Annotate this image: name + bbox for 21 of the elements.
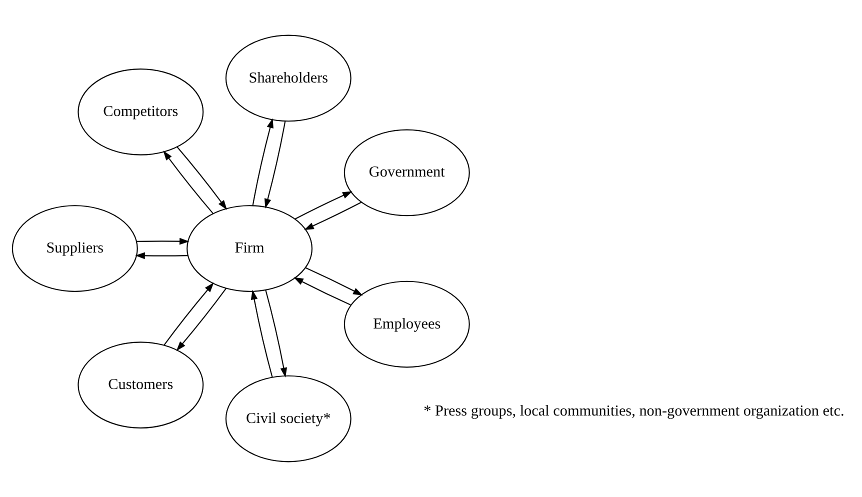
arrow	[164, 282, 214, 346]
node-ellipse: Government	[344, 129, 470, 216]
arrow	[176, 146, 228, 210]
arrow	[294, 277, 351, 306]
node-ellipse: Suppliers	[12, 205, 138, 292]
arrow	[304, 202, 362, 230]
arrow	[306, 267, 363, 296]
arrow	[264, 121, 286, 209]
node-ellipse: Competitors	[78, 68, 204, 156]
arrow	[265, 290, 288, 378]
arrow	[294, 191, 352, 220]
arrow	[163, 150, 214, 214]
label: * Press groups, local communities, non-government organization etc.	[424, 402, 844, 420]
arrow	[136, 238, 190, 245]
node-ellipse: Civil society*	[225, 375, 352, 462]
arrow	[135, 252, 188, 260]
arrow	[252, 118, 274, 206]
arrow	[176, 288, 226, 351]
node-ellipse: Shareholders	[225, 34, 352, 122]
arrow	[250, 290, 273, 378]
node-ellipse: Employees	[344, 280, 470, 368]
